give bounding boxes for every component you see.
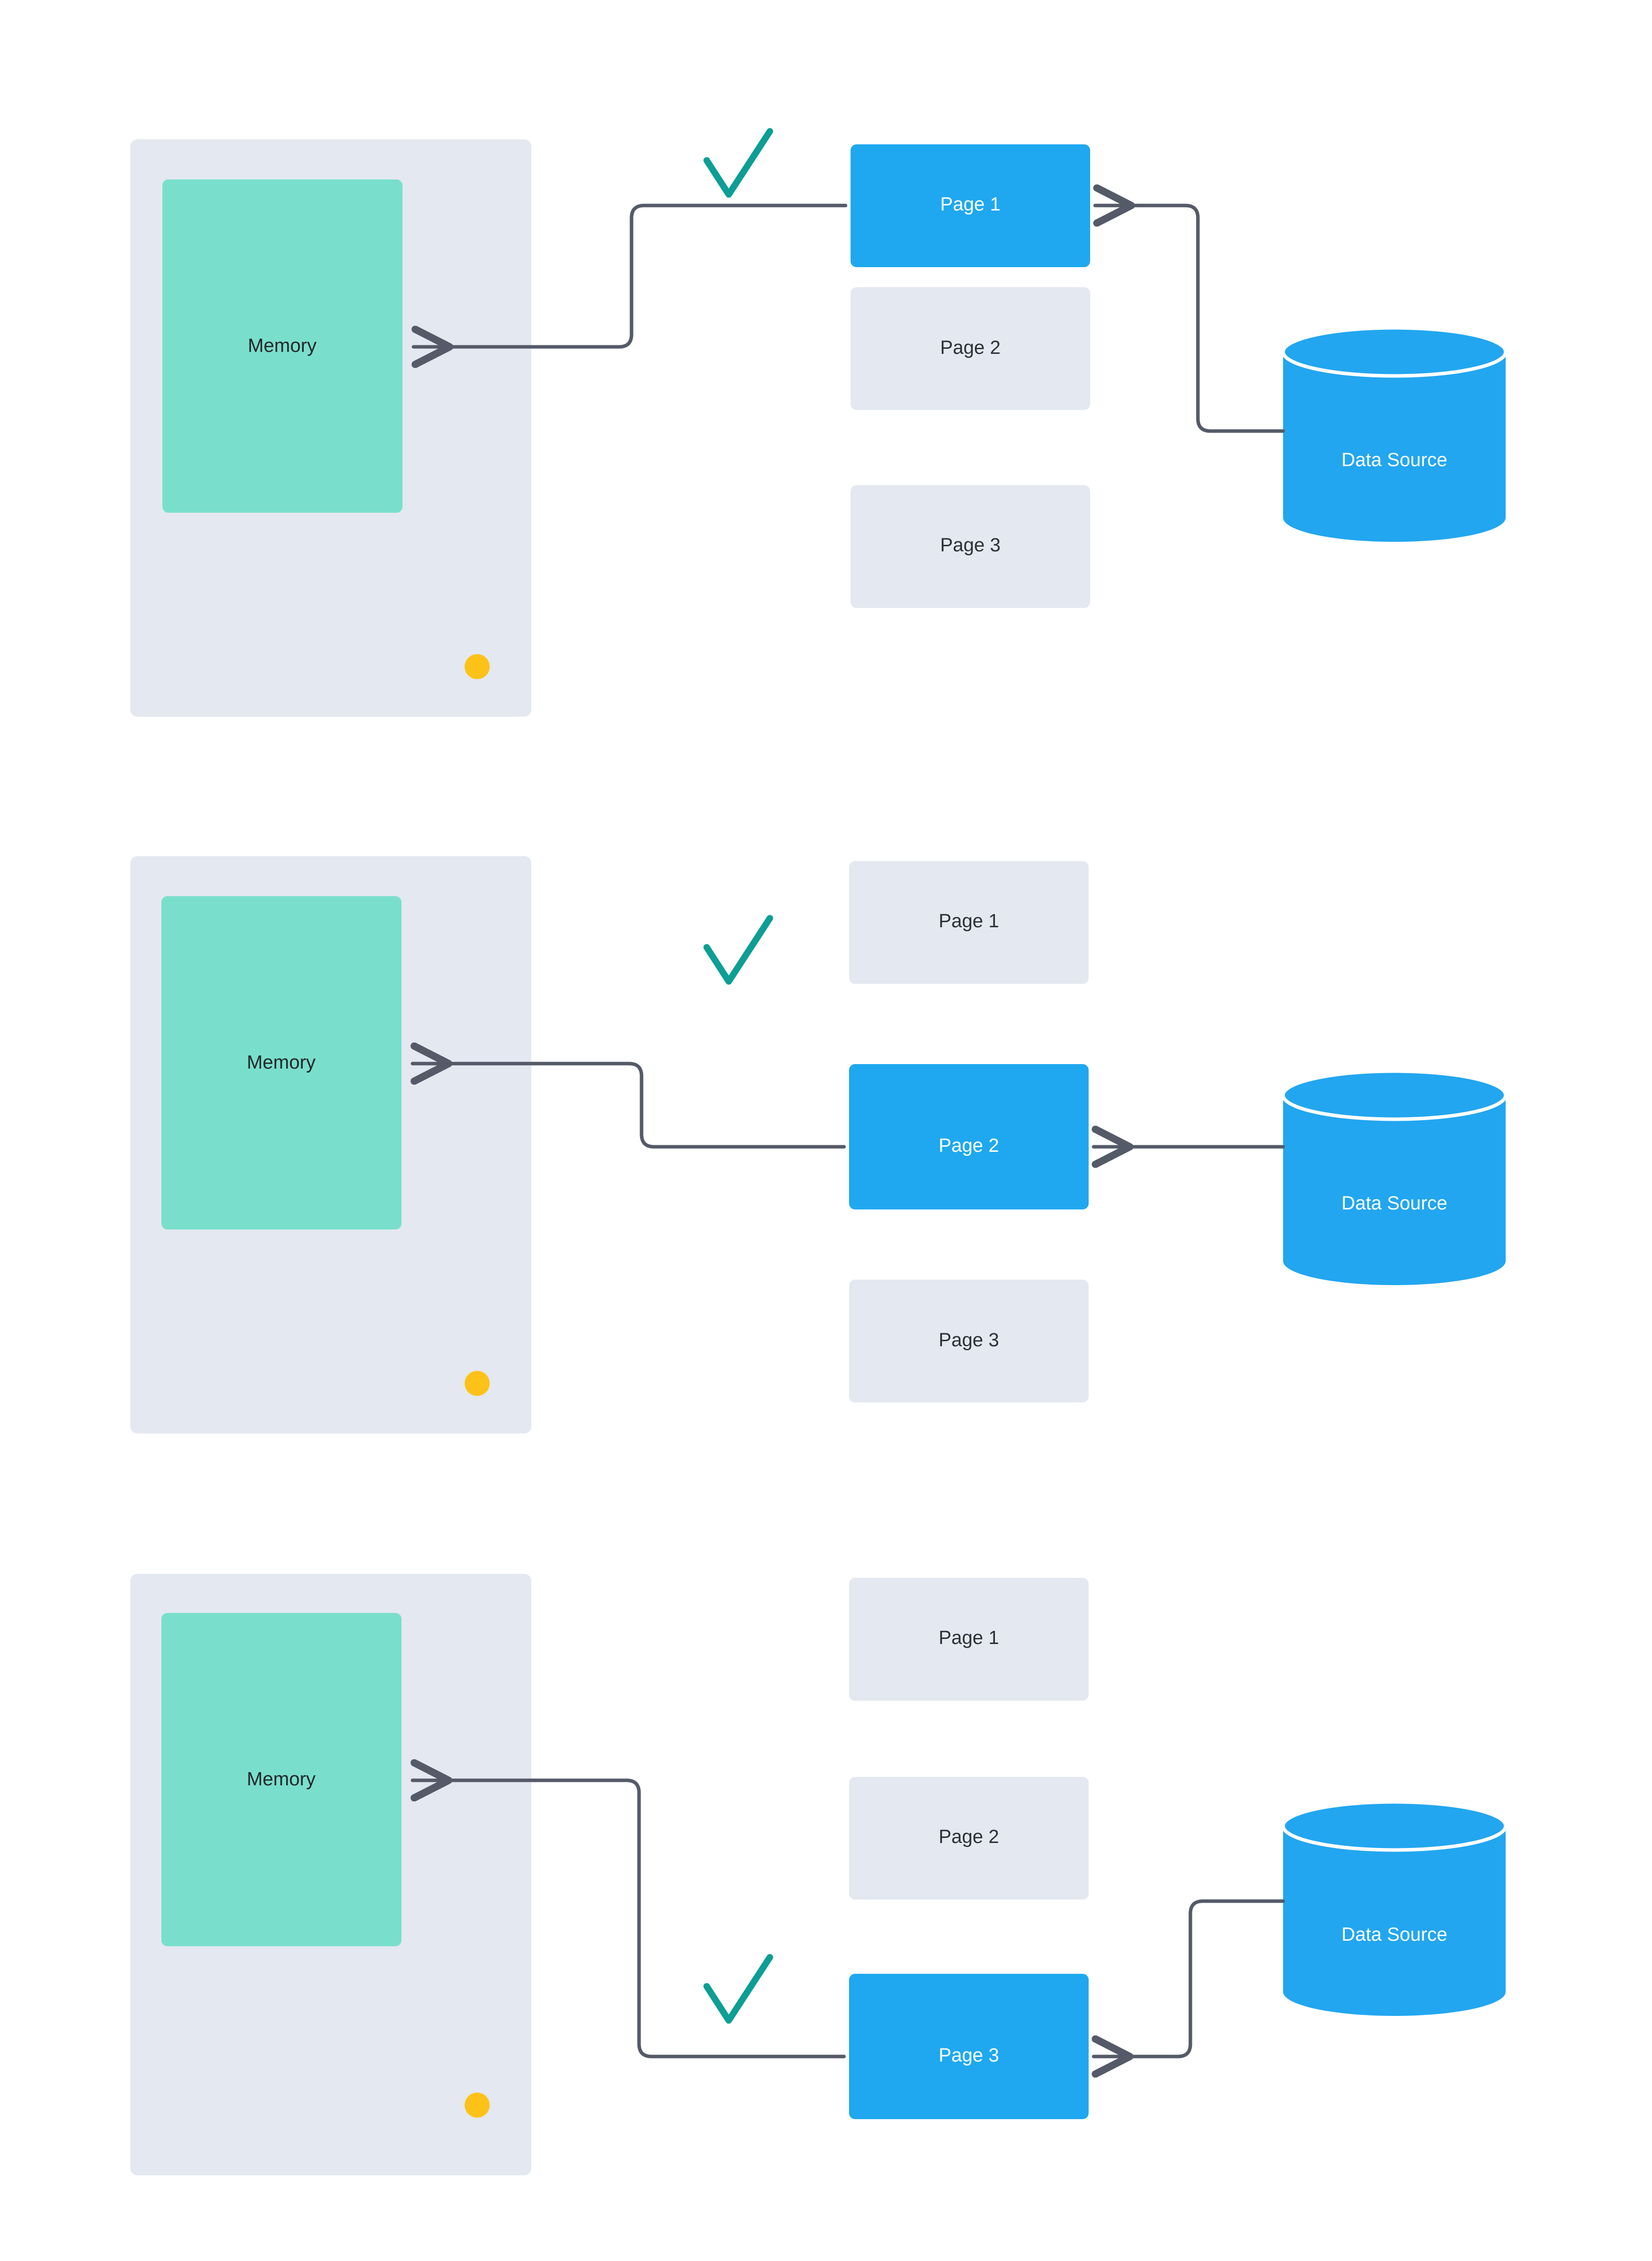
page-label-3: Page 3 [939, 1330, 999, 1351]
data-source-cylinder[interactable] [1281, 1069, 1508, 1285]
page-box-3[interactable] [849, 1974, 1089, 2119]
page-label-1: Page 1 [939, 1627, 999, 1649]
page-label-1: Page 1 [939, 911, 999, 932]
page-box-1[interactable] [849, 861, 1089, 984]
data-source-label: Data Source [1341, 1924, 1447, 1945]
memory-box[interactable] [162, 179, 402, 513]
memory-label: Memory [248, 335, 316, 356]
connector-datasource-to-page3 [1094, 1899, 1285, 2057]
page-label-2: Page 2 [940, 337, 1000, 358]
data-source-cylinder[interactable] [1281, 326, 1508, 542]
page-box-3[interactable] [849, 1280, 1089, 1402]
page-label-1: Page 1 [940, 194, 1000, 215]
memory-label: Memory [247, 1769, 315, 1790]
page-label-2: Page 2 [939, 1135, 999, 1156]
panel-step-2: Memory Page 1 Page 2 Page 3 Data Source [130, 856, 1508, 1433]
page-box-3[interactable] [851, 485, 1090, 608]
page-box-2[interactable] [851, 287, 1090, 410]
data-source-label: Data Source [1341, 1193, 1447, 1214]
page-box-2[interactable] [849, 1777, 1089, 1900]
panel-step-3: Memory Page 1 Page 2 Page 3 Data Source [130, 1574, 1508, 2175]
page-box-1[interactable] [849, 1578, 1089, 1701]
memory-box[interactable] [161, 896, 401, 1229]
page-label-3: Page 3 [939, 2045, 999, 2066]
connector-datasource-to-page1 [1095, 205, 1285, 433]
connector-page3-to-memory [412, 1780, 846, 2059]
data-source-label: Data Source [1341, 450, 1447, 471]
memory-label: Memory [247, 1052, 315, 1073]
page-box-1[interactable] [851, 144, 1090, 267]
connector-page2-to-memory [412, 1064, 846, 1149]
connector-page1-to-memory [414, 203, 848, 347]
memory-box[interactable] [161, 1613, 401, 1946]
page-label-3: Page 3 [940, 535, 1000, 556]
page-label-2: Page 2 [939, 1826, 999, 1847]
data-source-cylinder[interactable] [1281, 1800, 1508, 2016]
page-box-2[interactable] [849, 1064, 1089, 1209]
panel-step-1: Memory Page 1 Page 2 Page 3 Data Source [130, 131, 1508, 717]
